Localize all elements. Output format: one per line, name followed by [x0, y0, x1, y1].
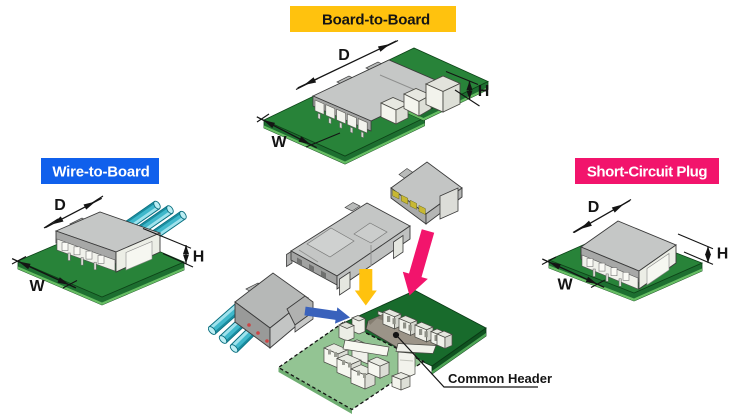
- svg-text:W: W: [29, 278, 45, 295]
- svg-text:D: D: [588, 199, 600, 216]
- svg-text:H: H: [193, 249, 205, 266]
- svg-text:D: D: [338, 47, 350, 64]
- svg-text:W: W: [557, 277, 573, 294]
- svg-text:H: H: [717, 246, 729, 263]
- svg-text:Common Header: Common Header: [448, 371, 552, 386]
- svg-text:D: D: [54, 197, 66, 214]
- svg-text:H: H: [478, 83, 490, 100]
- svg-text:Board-to-Board: Board-to-Board: [322, 12, 430, 29]
- svg-text:W: W: [271, 134, 287, 151]
- svg-text:Wire-to-Board: Wire-to-Board: [52, 164, 149, 181]
- svg-text:Short-Circuit Plug: Short-Circuit Plug: [587, 164, 708, 181]
